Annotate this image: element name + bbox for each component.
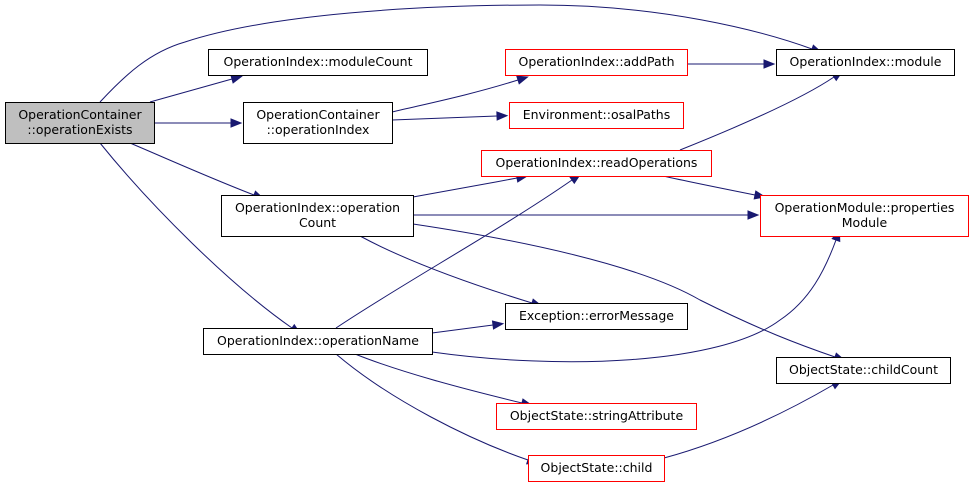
edge-opIndex-to-osalPaths-arrowhead	[496, 111, 509, 121]
node-opName-box	[203, 328, 433, 355]
node-childCount-box	[776, 357, 951, 384]
node-opCount-label-1: Count	[299, 215, 336, 230]
edge-root-to-opName-line	[99, 142, 293, 329]
edge-readOps-to-module-line	[679, 76, 835, 151]
node-osalPaths-box	[509, 102, 684, 129]
edge-opName-to-errMsg	[431, 320, 505, 334]
edge-readOps-to-module	[679, 70, 844, 151]
edge-opIndex-to-osalPaths-line	[391, 115, 498, 121]
edge-root-to-moduleCount-line	[149, 78, 233, 103]
node-root-label-0: OperationContainer	[18, 107, 142, 122]
edge-child-to-childCount-line	[663, 384, 834, 459]
node-errMsg[interactable]: Exception::errorMessage	[505, 303, 688, 330]
node-child[interactable]: ObjectState::child	[528, 455, 665, 482]
node-addPath-box	[505, 49, 688, 76]
node-opIndex-box	[243, 102, 393, 144]
node-root[interactable]: OperationContainer::operationExists	[5, 102, 155, 144]
node-childCount-label-0: ObjectState::childCount	[789, 362, 938, 377]
edge-root-to-moduleCount	[149, 74, 243, 103]
edge-addPath-to-module-arrowhead	[763, 59, 776, 69]
edge-opCount-to-readOps	[412, 173, 529, 198]
node-opCount-box	[221, 195, 414, 237]
node-readOps[interactable]: OperationIndex::readOperations	[481, 150, 712, 177]
edge-opCount-to-propsModule-arrowhead	[747, 210, 760, 220]
node-root-label-1: ::operationExists	[27, 122, 132, 137]
edge-readOps-to-propsModule-line	[662, 175, 756, 196]
edge-opName-to-errMsg-arrowhead	[491, 320, 505, 330]
edge-readOps-to-propsModule	[662, 175, 767, 200]
edge-opName-to-strAttr-line	[354, 353, 523, 404]
node-opIndex[interactable]: OperationContainer::operationIndex	[243, 102, 393, 144]
node-propsModule-label-0: OperationModule::properties	[775, 200, 955, 215]
edge-root-to-opCount	[129, 142, 265, 200]
edge-opName-to-strAttr	[354, 353, 534, 408]
edge-opName-to-propsModule-line	[431, 239, 837, 363]
node-osalPaths-label-0: Environment::osalPaths	[523, 107, 671, 122]
edge-opName-to-child-line	[335, 353, 529, 461]
node-opCount-label-0: OperationIndex::operation	[235, 200, 400, 215]
node-module[interactable]: OperationIndex::module	[776, 49, 955, 76]
node-opIndex-label-0: OperationContainer	[256, 107, 380, 122]
node-strAttr[interactable]: ObjectState::stringAttribute	[496, 403, 697, 430]
node-moduleCount-box	[208, 49, 428, 76]
edge-opIndex-to-addPath-arrowhead	[516, 75, 529, 85]
node-addPath[interactable]: OperationIndex::addPath	[505, 49, 688, 76]
edge-root-to-module-line	[99, 4, 813, 103]
nodes-layer: OperationContainer::operationExistsOpera…	[5, 49, 969, 482]
node-opIndex-label-1: ::operationIndex	[267, 122, 370, 137]
edge-opCount-to-readOps-line	[412, 177, 518, 198]
node-strAttr-label-0: ObjectState::stringAttribute	[510, 408, 684, 423]
edge-opIndex-to-osalPaths	[391, 111, 509, 121]
node-module-box	[776, 49, 955, 76]
edge-opName-to-errMsg-line	[431, 324, 494, 334]
node-readOps-box	[481, 150, 712, 177]
node-readOps-label-0: OperationIndex::readOperations	[496, 155, 698, 170]
node-strAttr-box	[496, 403, 697, 430]
edge-opName-to-readOps-line	[335, 179, 573, 329]
edge-opCount-to-errMsg-line	[359, 235, 533, 304]
edge-root-to-opIndex-arrowhead	[230, 118, 243, 128]
edge-opCount-to-childCount-line	[412, 223, 836, 358]
edge-root-to-moduleCount-arrowhead	[230, 74, 243, 84]
node-opName[interactable]: OperationIndex::operationName	[203, 328, 433, 355]
node-moduleCount-label-0: OperationIndex::moduleCount	[223, 54, 412, 69]
node-root-box	[5, 102, 155, 144]
edge-opCount-to-propsModule	[413, 210, 760, 220]
edge-opCount-to-errMsg	[359, 235, 543, 308]
node-osalPaths[interactable]: Environment::osalPaths	[509, 102, 684, 129]
node-opName-label-0: OperationIndex::operationName	[217, 333, 419, 348]
node-errMsg-box	[505, 303, 688, 330]
node-childCount[interactable]: ObjectState::childCount	[776, 357, 951, 384]
edge-root-to-opName	[99, 142, 302, 335]
node-module-label-0: OperationIndex::module	[790, 54, 942, 69]
node-moduleCount[interactable]: OperationIndex::moduleCount	[208, 49, 428, 76]
edge-opIndex-to-addPath	[391, 75, 529, 113]
node-errMsg-label-0: Exception::errorMessage	[519, 308, 674, 323]
edge-root-to-opIndex	[154, 118, 243, 128]
node-propsModule-box	[760, 195, 969, 237]
node-addPath-label-0: OperationIndex::addPath	[518, 54, 674, 69]
node-child-box	[528, 455, 665, 482]
edge-opCount-to-childCount	[412, 223, 846, 362]
edge-opName-to-propsModule	[431, 229, 841, 363]
edge-addPath-to-module	[687, 59, 776, 69]
edge-root-to-opCount-line	[129, 142, 255, 196]
edge-opIndex-to-addPath-line	[391, 79, 519, 113]
node-propsModule-label-1: Module	[842, 215, 888, 230]
node-child-label-0: ObjectState::child	[541, 460, 653, 475]
